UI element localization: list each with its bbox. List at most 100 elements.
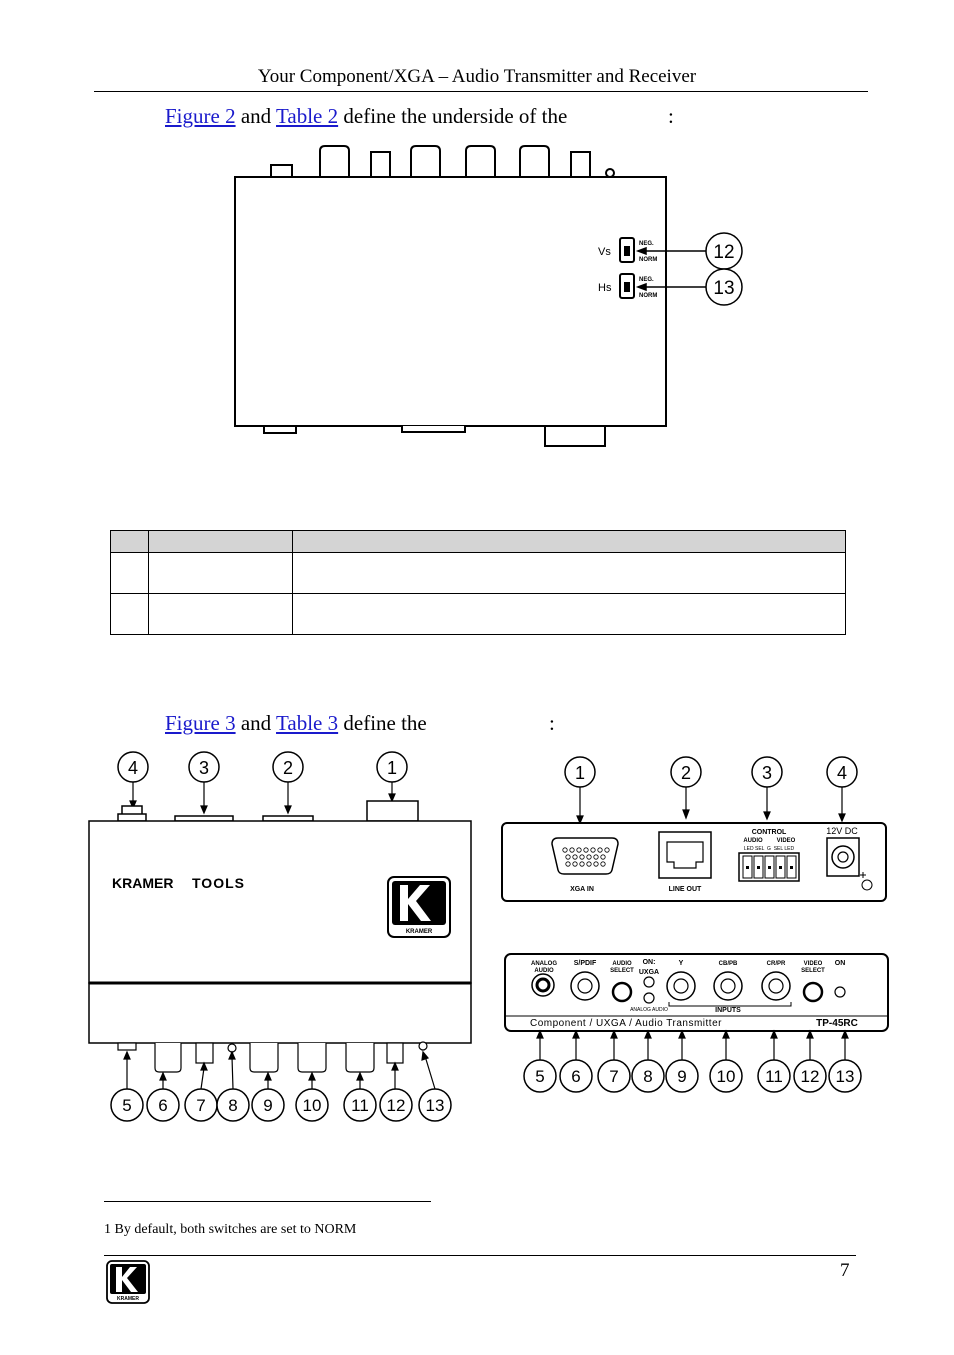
figure-3-link[interactable]: Figure 3 — [165, 711, 236, 735]
line-out-label: LINE OUT — [669, 886, 702, 893]
control-video-label: VIDEO — [777, 838, 796, 844]
vs-label: Vs — [598, 246, 611, 258]
table-header-row — [110, 530, 846, 553]
figure-3-rear-panel-diagram: 1 2 3 4 XGA IN LINE OUT CONTROL AUDIO VI… — [501, 756, 887, 902]
para2-text: define the — [338, 711, 427, 735]
page-number: 7 — [840, 1260, 850, 1281]
analog-audio-led-icon — [643, 992, 655, 1004]
kramer-brand-text: KRAMER — [112, 875, 173, 891]
intro-paragraph-2: Figure 3 and Table 3 define the — [165, 711, 427, 736]
callout-1: 1 — [387, 758, 397, 778]
callout-12: 12 — [713, 242, 734, 263]
front-callout-5: 5 — [535, 1067, 544, 1086]
front-callout-12: 12 — [801, 1067, 820, 1086]
vs-norm-label: NORM — [639, 257, 657, 263]
hs-switch-lever — [624, 282, 630, 292]
control-label: CONTROL — [752, 829, 787, 836]
tools-brand-text: TOOLS — [192, 875, 245, 891]
cb-label: CB/PB — [719, 961, 738, 967]
front-callout-11: 11 — [765, 1067, 783, 1086]
running-header: Your Component/XGA – Audio Transmitter a… — [257, 66, 697, 87]
power-label: 12V DC — [826, 826, 858, 836]
control-audio-label: AUDIO — [743, 838, 763, 844]
front-callout-9: 9 — [677, 1067, 686, 1086]
analog-audio-label-1: ANALOG — [531, 961, 557, 967]
rear-callout-1: 1 — [575, 763, 585, 783]
on-label: ON — [835, 960, 846, 967]
front-callout-10: 10 — [717, 1067, 736, 1086]
table-cell — [148, 552, 293, 594]
video-select-label-2: SELECT — [801, 968, 825, 974]
hs-neg-label: NEG. — [639, 277, 654, 283]
rear-callout-2: 2 — [681, 763, 691, 783]
callout-3: 3 — [199, 758, 209, 778]
footnote: 1 By default, both switches are set to N… — [104, 1222, 357, 1237]
on-uxga-label-2: UXGA — [639, 969, 659, 976]
figure-2-underside-diagram: Vs Hs NEG. NORM NEG. NORM 12 13 — [234, 145, 743, 447]
figure-3-top-view-diagram: 4 3 2 1 KRAMER TOOLS KRAMER — [88, 751, 472, 1122]
callout-8: 8 — [228, 1096, 237, 1115]
audio-select-label-2: SELECT — [610, 968, 634, 974]
table-cell — [110, 552, 149, 594]
power-on-led-icon — [834, 986, 846, 998]
hs-norm-label: NORM — [639, 293, 657, 299]
table-cell — [148, 593, 293, 635]
control-pins-label: LED SEL G SEL LED — [744, 846, 795, 852]
para1-text: define the underside of the — [338, 104, 568, 128]
power-jack-icon — [826, 837, 873, 891]
audio-select-label-1: AUDIO — [612, 961, 632, 967]
callout-13: 13 — [713, 278, 734, 299]
header-rule — [94, 91, 868, 92]
table-row — [110, 552, 846, 594]
y-label: Y — [679, 960, 684, 967]
front-callout-8: 8 — [643, 1067, 652, 1086]
callout-4: 4 — [128, 758, 138, 778]
cr-label: CR/PR — [767, 961, 786, 967]
xga-in-connector-icon — [551, 837, 619, 875]
on-uxga-label-1: ON: — [643, 959, 656, 966]
line-out-rj45-icon — [658, 831, 712, 879]
figure-2-link[interactable]: Figure 2 — [165, 104, 236, 128]
spdif-label: S/PDIF — [574, 960, 597, 967]
product-name-label: Component / UXGA / Audio Transmitter — [530, 1018, 722, 1029]
table-row — [110, 593, 846, 635]
para1-colon: : — [668, 104, 674, 128]
footnote-rule — [104, 1201, 431, 1202]
front-callout-13: 13 — [836, 1067, 855, 1086]
footer-logo-label: KRAMER — [117, 1296, 139, 1302]
para2-colon: : — [549, 711, 555, 735]
rear-callout-4: 4 — [837, 763, 847, 783]
inputs-label: INPUTS — [715, 1007, 741, 1014]
kramer-logo-icon: KRAMER — [387, 876, 451, 938]
hs-label: Hs — [598, 282, 612, 294]
callout-13: 13 — [426, 1096, 445, 1115]
intro-paragraph-1: Figure 2 and Table 2 define the undersid… — [165, 104, 567, 129]
video-select-label-1: VIDEO — [804, 961, 823, 967]
callout-7: 7 — [196, 1096, 205, 1115]
callout-10: 10 — [303, 1096, 322, 1115]
callout-6: 6 — [158, 1096, 167, 1115]
table-3-link[interactable]: Table 3 — [276, 711, 339, 735]
header-cell-number — [110, 530, 149, 553]
footer-kramer-logo-icon: KRAMER — [106, 1260, 150, 1304]
model-label: TP-45RC — [816, 1018, 858, 1029]
table-cell — [110, 593, 149, 635]
analog-audio-small-label: ANALOG AUDIO — [630, 1007, 668, 1013]
header-cell-feature — [148, 530, 293, 553]
figure-3-front-panel-diagram: ANALOG AUDIO S/PDIF AUDIO SELECT ON: UXG… — [504, 953, 889, 1093]
front-callout-6: 6 — [571, 1067, 580, 1086]
callout-5: 5 — [122, 1096, 131, 1115]
vs-switch-lever — [624, 246, 630, 256]
table-2-link[interactable]: Table 2 — [276, 104, 339, 128]
callout-12: 12 — [387, 1096, 406, 1115]
callout-9: 9 — [263, 1096, 272, 1115]
para2-mid: and — [235, 711, 277, 735]
table-cell — [292, 552, 846, 594]
uxga-led-icon — [643, 976, 655, 988]
audio-select-button-icon — [611, 981, 633, 1003]
rear-callout-3: 3 — [762, 763, 772, 783]
control-terminal-block-icon — [738, 852, 800, 882]
callout-11: 11 — [351, 1096, 369, 1115]
front-callout-7: 7 — [609, 1067, 618, 1086]
footer-rule — [104, 1255, 856, 1256]
